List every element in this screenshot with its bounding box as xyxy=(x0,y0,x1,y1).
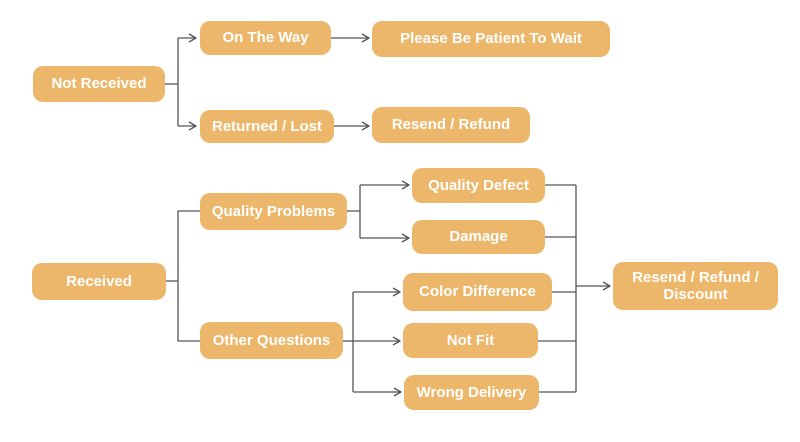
node-other-questions: Other Questions xyxy=(200,322,343,359)
edge-group-converge xyxy=(538,184,611,393)
edge-group-quality-problems xyxy=(347,180,410,243)
node-resend-refund: Resend / Refund xyxy=(372,107,530,143)
node-resend-refund-discount: Resend / Refund / Discount xyxy=(613,262,778,310)
node-received: Received xyxy=(32,263,166,300)
node-wrong-delivery: Wrong Delivery xyxy=(404,375,539,410)
node-please-be-patient: Please Be Patient To Wait xyxy=(372,21,610,57)
node-color-difference: Color Difference xyxy=(403,273,552,311)
edge-group-other-questions xyxy=(343,287,402,397)
node-not-received: Not Received xyxy=(33,66,165,102)
node-quality-defect: Quality Defect xyxy=(412,168,545,203)
edge-group-received xyxy=(166,210,200,342)
node-damage: Damage xyxy=(412,220,545,254)
node-returned-lost: Returned / Lost xyxy=(200,110,334,143)
node-on-the-way: On The Way xyxy=(200,21,331,55)
node-not-fit: Not Fit xyxy=(403,323,538,358)
node-quality-problems: Quality Problems xyxy=(200,193,347,230)
edge-group-not-received xyxy=(165,33,197,131)
